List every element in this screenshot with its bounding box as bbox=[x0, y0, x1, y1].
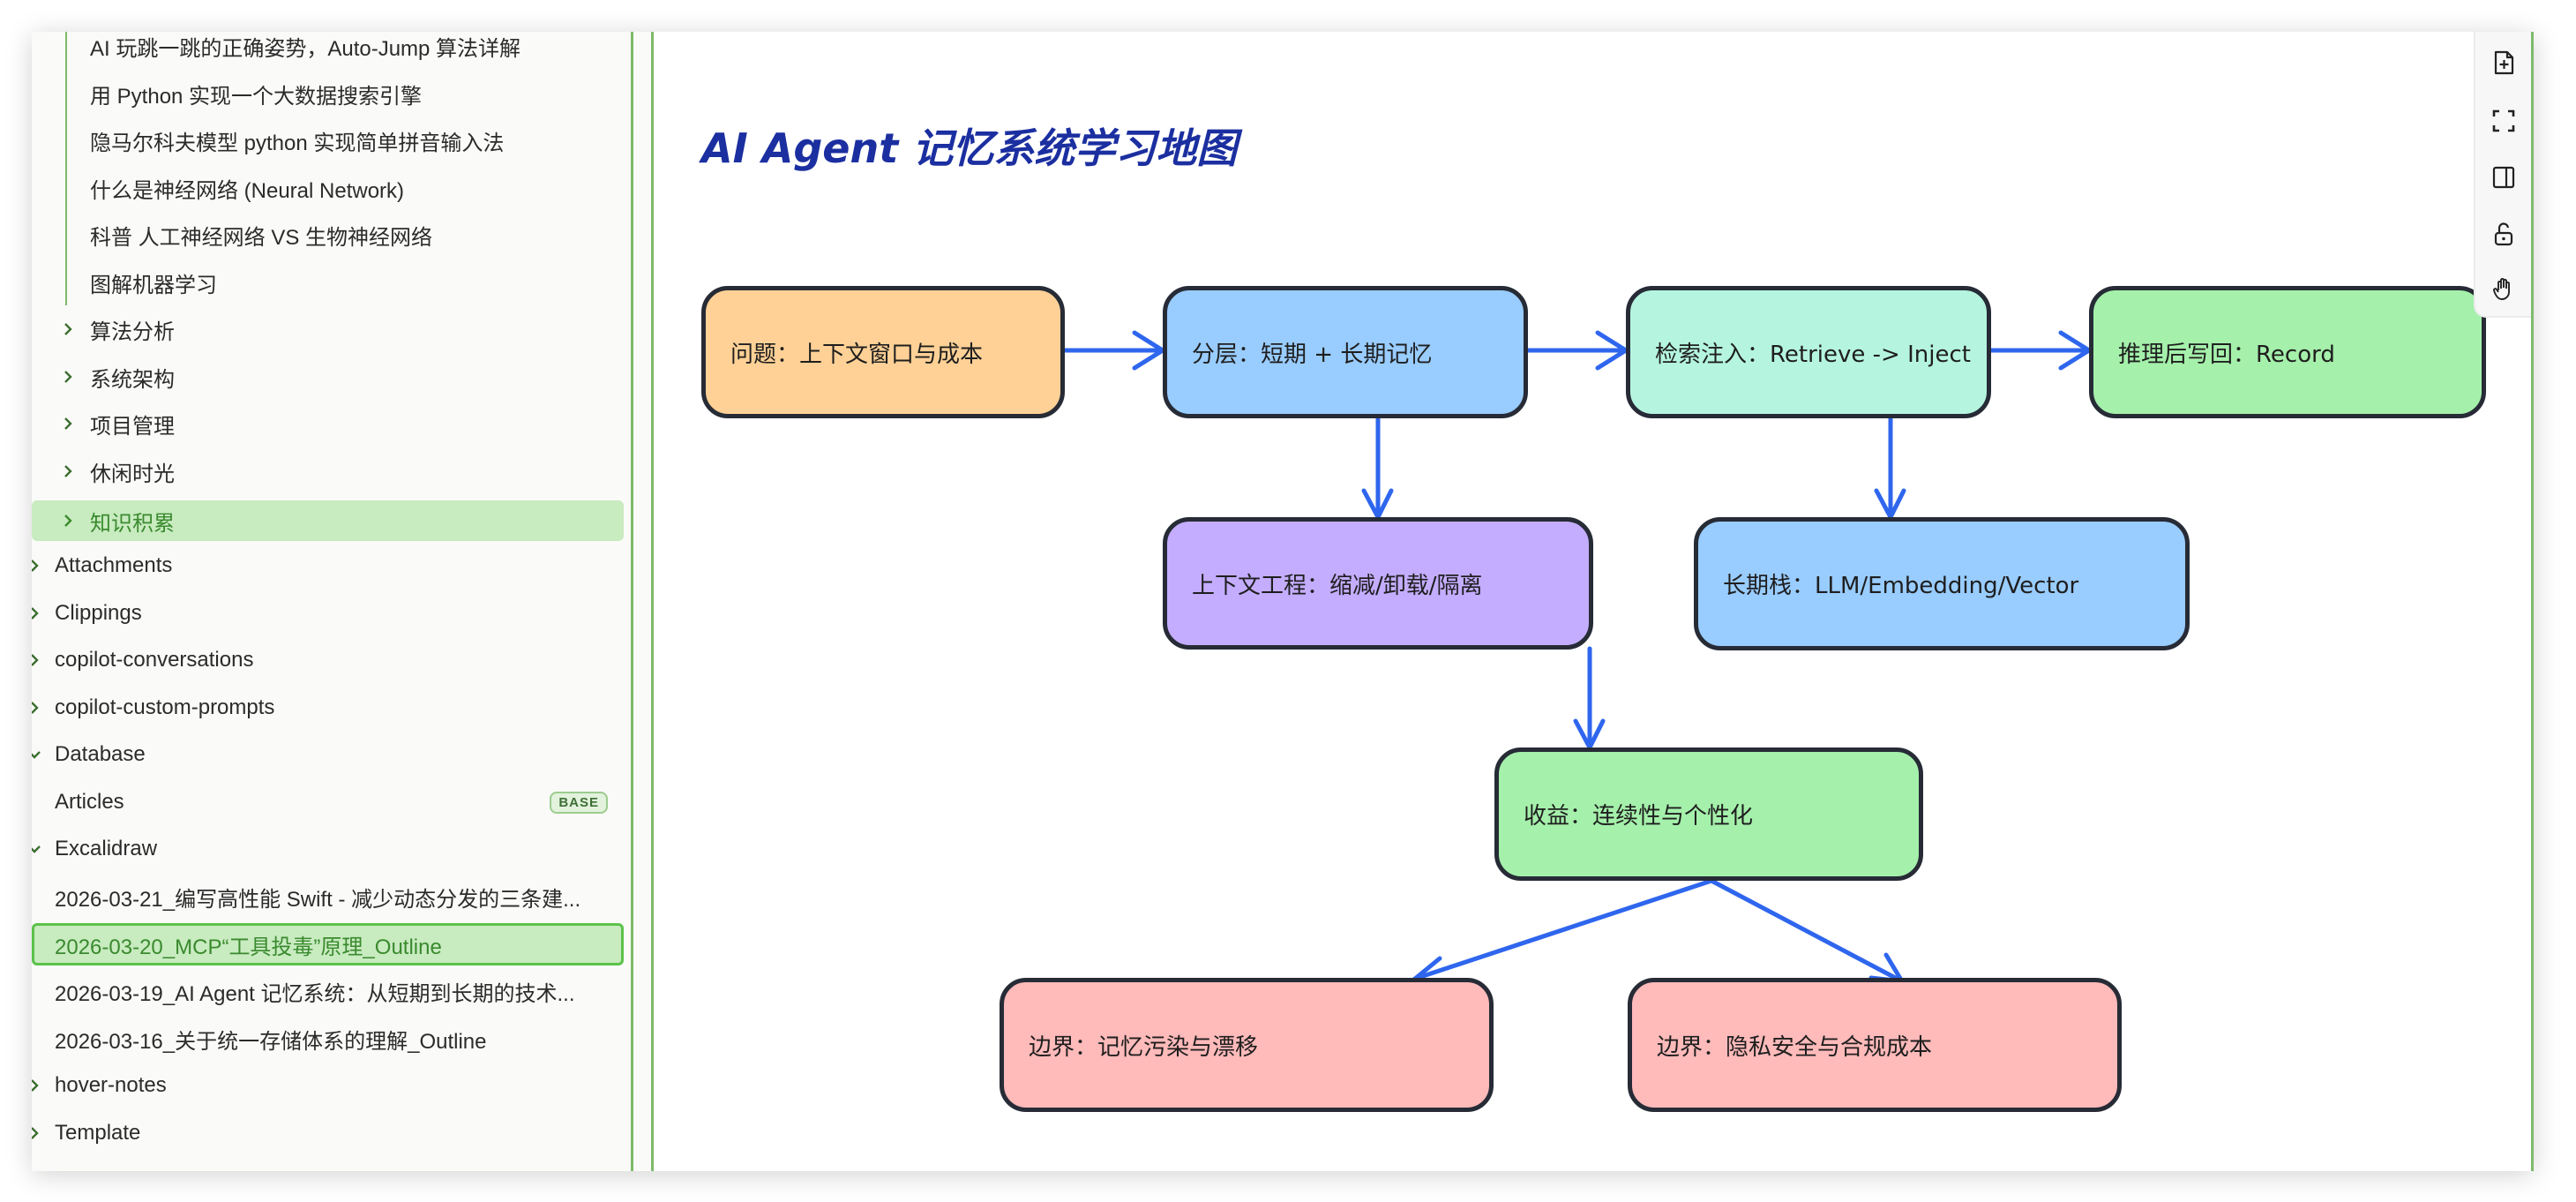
folder-label: Clippings bbox=[55, 601, 142, 625]
folder-item-database[interactable]: Database bbox=[32, 732, 624, 777]
file-item-articles[interactable]: Articles BASE bbox=[32, 780, 624, 824]
file-item[interactable]: 什么是神经网络 (Neural Network) bbox=[32, 166, 624, 210]
node-boundary-privacy[interactable]: 边界：隐私安全与合规成本 bbox=[1628, 978, 2122, 1112]
folder-label: 算法分析 bbox=[90, 319, 175, 344]
folder-item[interactable]: Template bbox=[32, 1111, 624, 1155]
folder-label: 项目管理 bbox=[90, 414, 175, 439]
file-item[interactable]: 2026-03-16_关于统一存储体系的理解_Outline bbox=[32, 1017, 624, 1061]
folder-label: Excalidraw bbox=[55, 837, 158, 860]
folder-item[interactable]: copilot-conversations bbox=[32, 638, 624, 682]
node-layering[interactable]: 分层：短期 + 长期记忆 bbox=[1163, 286, 1528, 418]
file-item[interactable]: 科普 人工神经网络 VS 生物神经网络 bbox=[32, 213, 624, 257]
arrow-benefit-to-boundary1 bbox=[1410, 878, 1714, 988]
file-label: Articles bbox=[55, 790, 124, 814]
file-explorer-sidebar: AI 玩跳一跳的正确姿势，Auto-Jump 算法详解 用 Python 实现一… bbox=[32, 32, 633, 1171]
folder-label: Database bbox=[55, 742, 146, 766]
file-item[interactable]: 2026-03-19_AI Agent 记忆系统：从短期到长期的技术... bbox=[32, 969, 624, 1013]
chevron-right-icon bbox=[32, 1078, 42, 1093]
chevron-down-icon bbox=[32, 841, 42, 857]
folder-item[interactable]: Attachments bbox=[32, 544, 624, 588]
folder-label: copilot-custom-prompts bbox=[55, 695, 275, 719]
folder-item[interactable]: 算法分析 bbox=[32, 307, 624, 351]
node-record[interactable]: 推理后写回：Record bbox=[2089, 286, 2486, 418]
file-label: 2026-03-21_编写高性能 Swift - 减少动态分发的三条建... bbox=[55, 887, 581, 912]
chevron-right-icon bbox=[60, 416, 76, 432]
file-label: 2026-03-19_AI Agent 记忆系统：从短期到长期的技术... bbox=[55, 981, 575, 1006]
file-label: 2026-03-16_关于统一存储体系的理解_Outline bbox=[55, 1029, 487, 1054]
folder-label: copilot-conversations bbox=[55, 648, 254, 672]
arrow-context-to-benefit bbox=[1573, 646, 1606, 753]
folder-label: 系统架构 bbox=[90, 367, 175, 392]
folder-item[interactable]: 项目管理 bbox=[32, 402, 624, 446]
indent-guide bbox=[65, 32, 67, 305]
file-label: 2026-03-20_MCP“工具投毒”原理_Outline bbox=[55, 935, 442, 959]
arrow-problem-to-layering bbox=[1062, 330, 1167, 371]
folder-item[interactable]: Clippings bbox=[32, 591, 624, 635]
file-item[interactable]: 用 Python 实现一个大数据搜索引擎 bbox=[32, 71, 624, 116]
folder-item[interactable]: 休闲时光 bbox=[32, 449, 624, 493]
folder-label: Attachments bbox=[55, 553, 173, 577]
fullscreen-icon[interactable] bbox=[2490, 108, 2517, 134]
file-item[interactable]: 图解机器学习 bbox=[32, 260, 624, 304]
folder-label: 休闲时光 bbox=[90, 462, 175, 486]
chevron-right-icon bbox=[60, 463, 76, 479]
window-right-border bbox=[2531, 32, 2534, 1171]
file-item-active[interactable]: 2026-03-20_MCP“工具投毒”原理_Outline bbox=[32, 923, 624, 965]
excalidraw-side-toolbar bbox=[2474, 32, 2534, 318]
chevron-down-icon bbox=[32, 747, 42, 763]
chevron-right-icon bbox=[60, 321, 76, 337]
chevron-right-icon bbox=[32, 1125, 42, 1141]
node-context-engineering[interactable]: 上下文工程：缩减/卸载/隔离 bbox=[1163, 517, 1593, 650]
node-benefit[interactable]: 收益：连续性与个性化 bbox=[1494, 747, 1923, 881]
chevron-right-icon bbox=[32, 605, 42, 621]
diagram-title: AI Agent 记忆系统学习地图 bbox=[701, 124, 1238, 172]
arrow-retrieve-to-record bbox=[1981, 330, 2093, 371]
file-item[interactable]: AI 玩跳一跳的正确姿势，Auto-Jump 算法详解 bbox=[32, 32, 624, 68]
arrow-benefit-to-boundary2 bbox=[1709, 878, 1906, 985]
node-boundary-pollution[interactable]: 边界：记忆污染与漂移 bbox=[1000, 978, 1494, 1112]
arrow-layering-to-retrieve bbox=[1525, 330, 1630, 371]
chevron-right-icon bbox=[60, 369, 76, 385]
chevron-right-icon bbox=[32, 558, 42, 574]
folder-item-selected[interactable]: 知识积累 bbox=[32, 500, 624, 541]
file-label: AI 玩跳一跳的正确姿势，Auto-Jump 算法详解 bbox=[90, 36, 521, 61]
folder-item[interactable]: 系统架构 bbox=[32, 355, 624, 399]
node-longterm-stack[interactable]: 长期栈：LLM/Embedding/Vector bbox=[1694, 517, 2190, 650]
chevron-right-icon bbox=[32, 652, 42, 668]
folder-label: Template bbox=[55, 1121, 141, 1145]
sidebar-toggle-icon[interactable] bbox=[2490, 164, 2517, 191]
new-file-icon[interactable] bbox=[2490, 49, 2517, 76]
folder-label: hover-notes bbox=[55, 1073, 167, 1097]
node-retrieve[interactable]: 检索注入：Retrieve -> Inject bbox=[1626, 286, 1991, 418]
file-item[interactable]: 2026-03-21_编写高性能 Swift - 减少动态分发的三条建... bbox=[32, 875, 624, 919]
file-label: 隐马尔科夫模型 python 实现简单拼音输入法 bbox=[90, 131, 505, 155]
excalidraw-canvas[interactable]: AI Agent 记忆系统学习地图 问题：上下文窗口与成本 分层：短期 + 长期… bbox=[654, 32, 2534, 1171]
file-item[interactable]: 隐马尔科夫模型 python 实现简单拼音输入法 bbox=[32, 118, 624, 162]
folder-label: 知识积累 bbox=[90, 511, 175, 536]
unlock-icon[interactable] bbox=[2490, 221, 2517, 247]
folder-item[interactable]: copilot-custom-prompts bbox=[32, 686, 624, 730]
chevron-right-icon bbox=[60, 513, 76, 529]
file-label: 用 Python 实现一个大数据搜索引擎 bbox=[90, 84, 423, 109]
chevron-right-icon bbox=[32, 700, 42, 716]
file-label: 图解机器学习 bbox=[90, 273, 217, 297]
hand-pan-icon[interactable] bbox=[2490, 275, 2517, 302]
arrow-layering-to-context bbox=[1361, 415, 1394, 522]
file-label: 科普 人工神经网络 VS 生物神经网络 bbox=[90, 225, 433, 250]
pane-divider[interactable] bbox=[633, 32, 654, 1171]
folder-item-excalidraw[interactable]: Excalidraw bbox=[32, 827, 624, 871]
app-window: AI 玩跳一跳的正确姿势，Auto-Jump 算法详解 用 Python 实现一… bbox=[32, 32, 2534, 1171]
base-badge: BASE bbox=[550, 791, 608, 814]
connectors bbox=[1062, 330, 2093, 988]
file-label: 什么是神经网络 (Neural Network) bbox=[90, 178, 405, 203]
arrow-retrieve-to-longterm bbox=[1874, 415, 1906, 522]
folder-item[interactable]: hover-notes bbox=[32, 1063, 624, 1108]
node-problem[interactable]: 问题：上下文窗口与成本 bbox=[701, 286, 1065, 418]
